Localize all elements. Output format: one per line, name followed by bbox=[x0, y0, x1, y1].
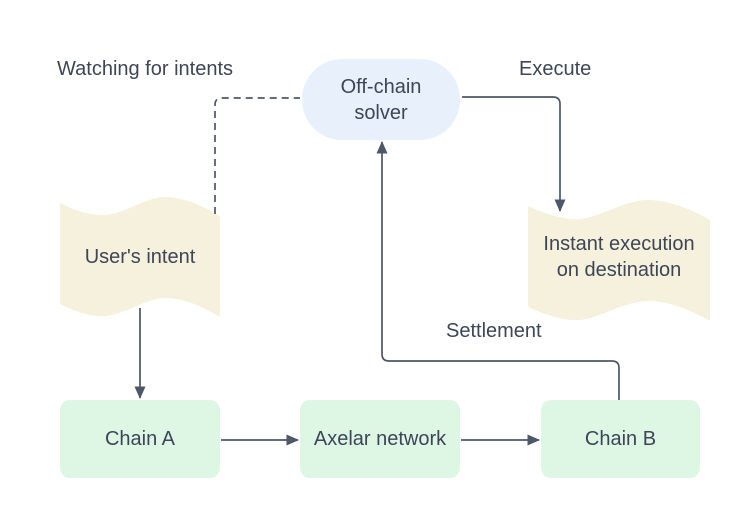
node-chain-b: Chain B bbox=[541, 400, 700, 478]
chain-b-label: Chain B bbox=[584, 428, 657, 450]
edge-watching-dashed bbox=[214, 97, 300, 214]
solver-label-line1: Off-chain bbox=[340, 75, 422, 98]
axelar-network-label: Axelar network bbox=[313, 428, 447, 450]
label-settlement: Settlement bbox=[446, 320, 542, 342]
node-off-chain-solver: Off-chain solver bbox=[302, 59, 460, 140]
label-watching-for-intents: Watching for intents bbox=[57, 58, 234, 80]
user-intent-shape bbox=[60, 197, 220, 317]
chain-a-label: Chain A bbox=[104, 428, 176, 450]
instant-execution-shape bbox=[528, 200, 710, 321]
solver-label-line2: solver bbox=[354, 101, 408, 124]
label-execute: Execute bbox=[519, 58, 592, 80]
node-axelar-network: Axelar network bbox=[300, 400, 460, 478]
edge-settlement bbox=[376, 141, 620, 400]
edge-execute bbox=[462, 96, 566, 212]
node-chain-a: Chain A bbox=[60, 400, 220, 478]
